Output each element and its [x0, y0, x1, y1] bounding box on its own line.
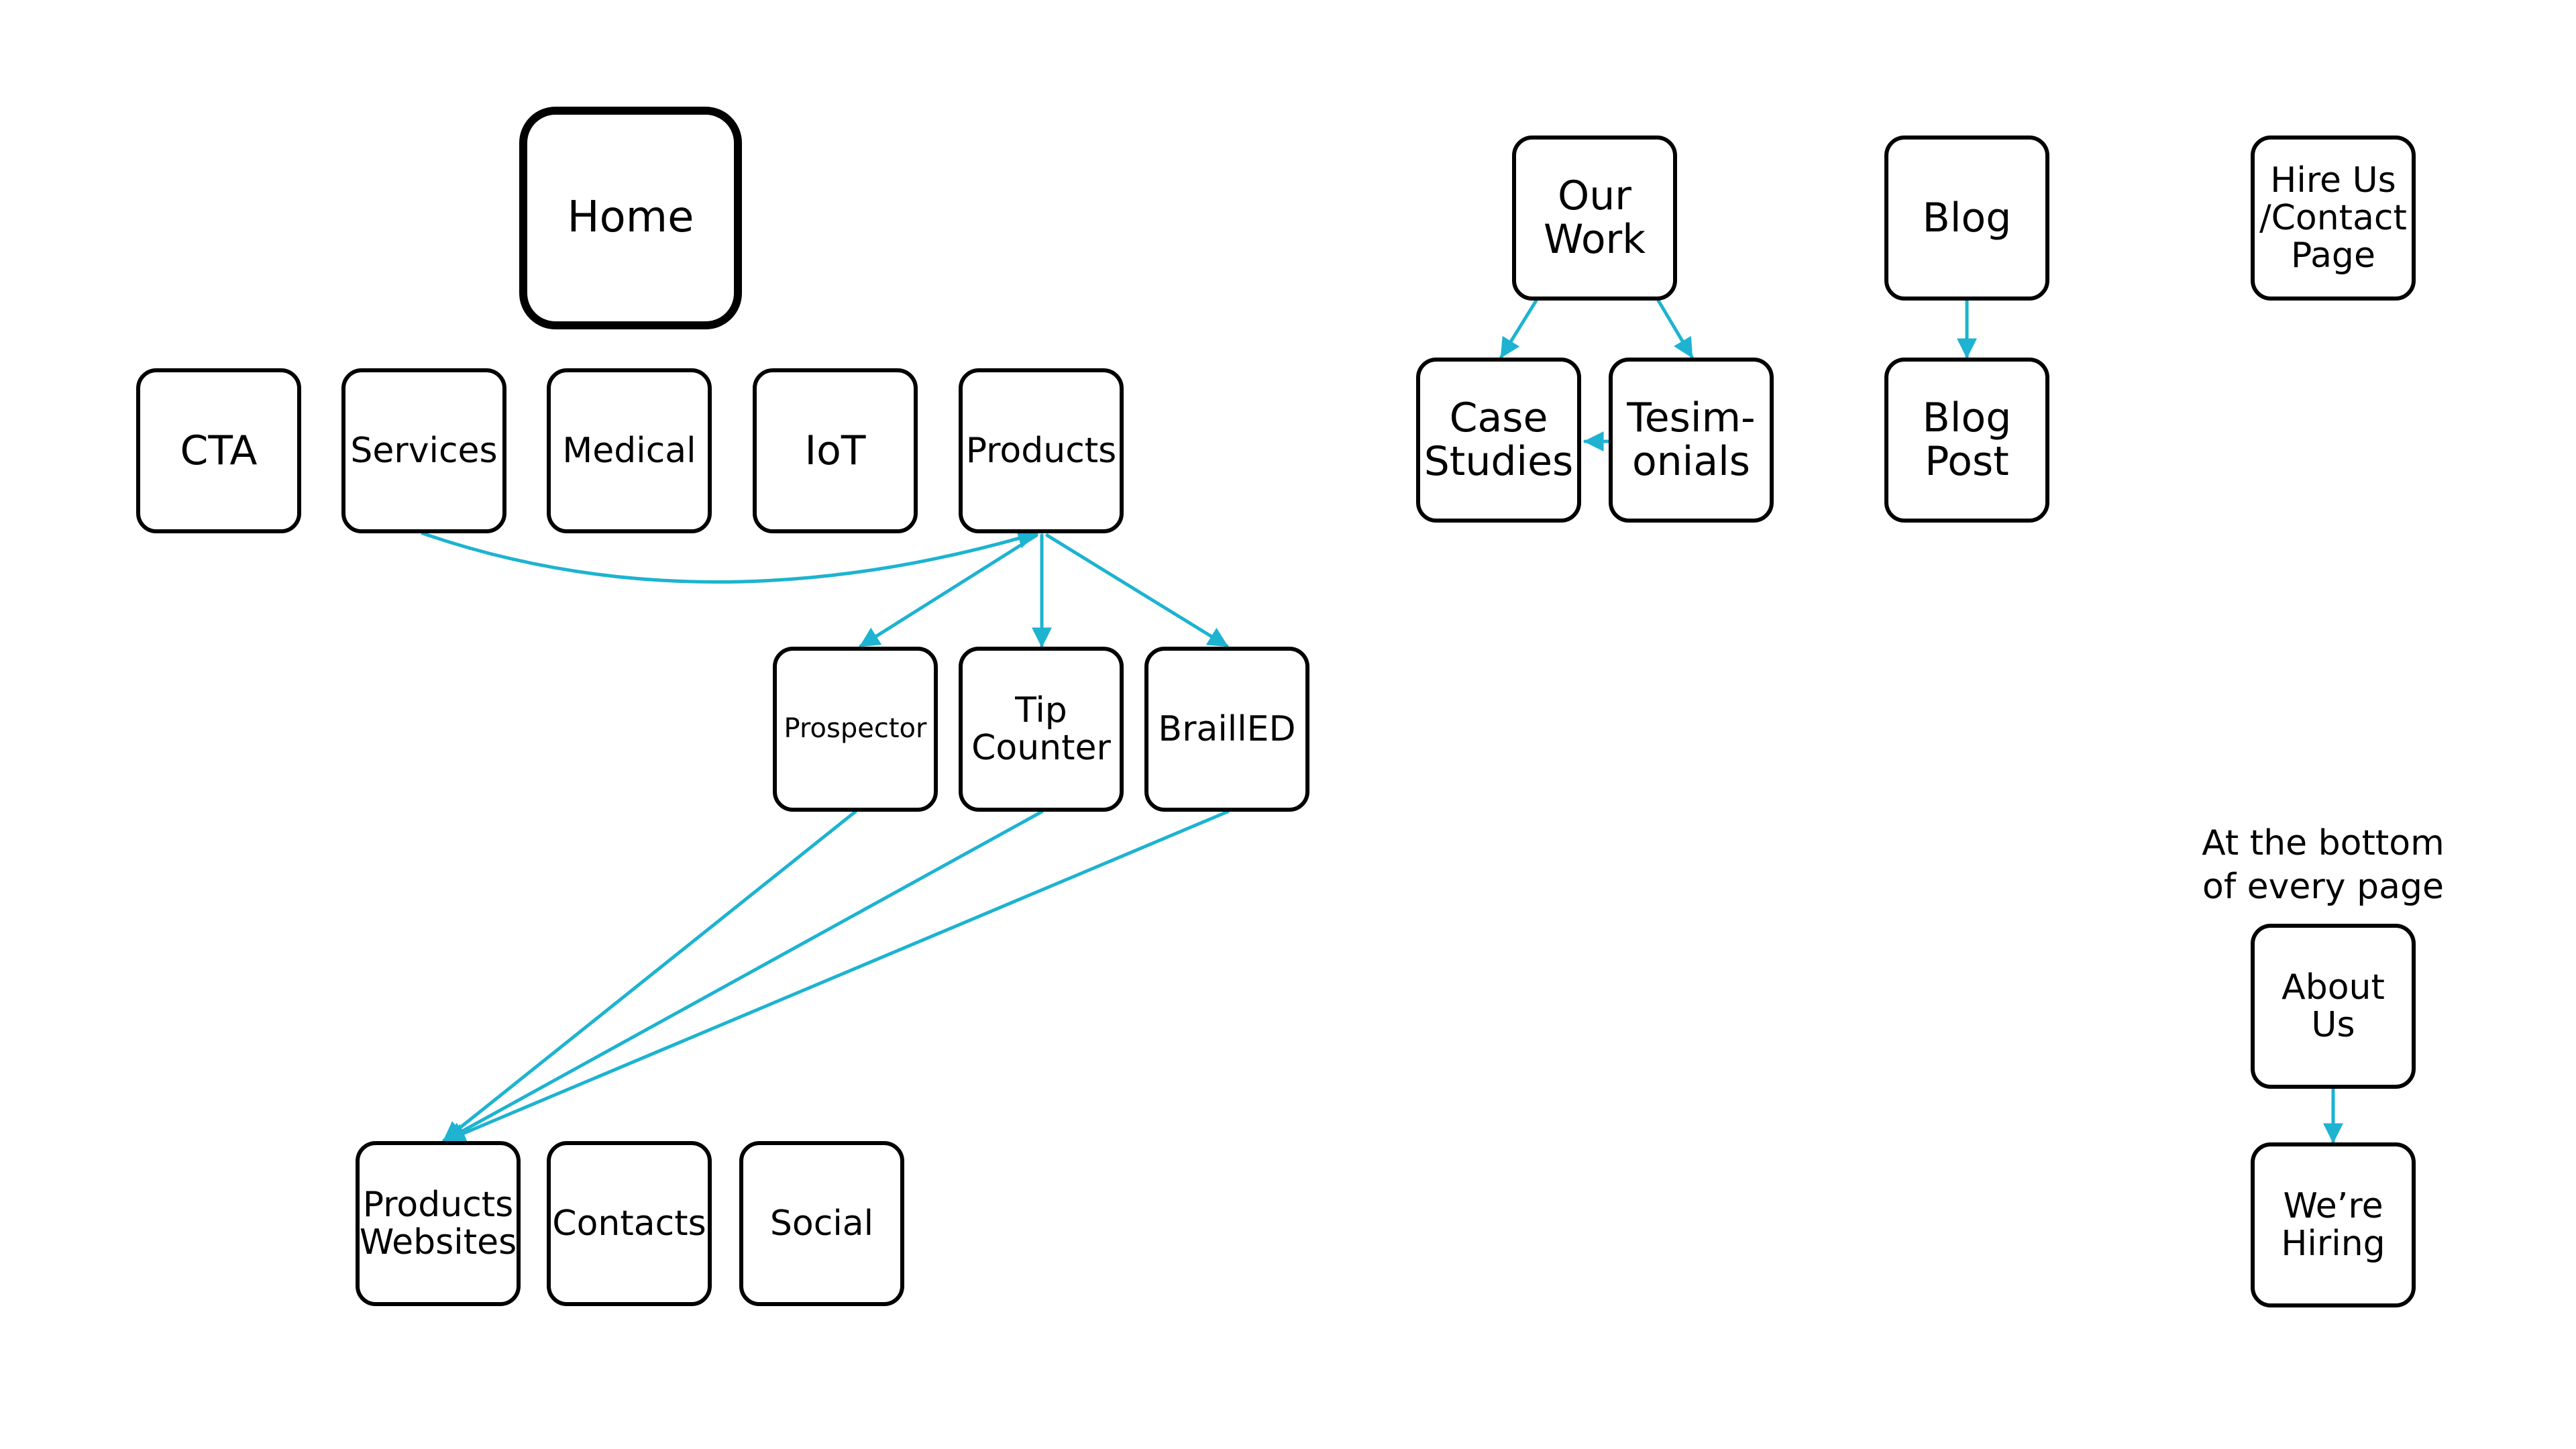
node-cta: CTA: [136, 368, 301, 533]
node-iot: IoT: [753, 368, 918, 533]
connector-tip-counter-to-products-websites: [443, 810, 1044, 1142]
node-about-us: About Us: [2251, 924, 2416, 1089]
node-home: Home: [519, 107, 742, 329]
node-services: Services: [341, 368, 506, 533]
connector-our-work-to-case-studies: [1499, 299, 1538, 359]
connector-prospector-to-products-websites: [442, 810, 857, 1142]
node-products-websites: Products Websites: [356, 1141, 521, 1306]
node-hire-us-contact-page: Hire Us /Contact Page: [2251, 136, 2416, 301]
footer-note: At the bottom of every page: [2202, 823, 2445, 907]
connector-products-to-prospector: [859, 533, 1038, 648]
node-brailled: BraillED: [1144, 647, 1309, 812]
node-tip-counter: Tip Counter: [959, 647, 1124, 812]
node-social: Social: [739, 1141, 904, 1306]
node-medical: Medical: [547, 368, 712, 533]
connectors: [421, 299, 2343, 1144]
connector-our-work-to-testimonials: [1656, 299, 1694, 359]
node-products: Products: [959, 368, 1124, 533]
node-were-hiring: We’re Hiring: [2251, 1142, 2416, 1307]
node-case-studies: Case Studies: [1416, 358, 1581, 523]
node-prospector: Prospector: [773, 647, 938, 812]
connector-products-to-brailled: [1045, 533, 1229, 648]
node-blog-post: Blog Post: [1884, 358, 2049, 523]
node-contacts: Contacts: [547, 1141, 712, 1306]
connector-brailled-to-products-websites: [445, 810, 1230, 1143]
node-testimonials: Tesim- onials: [1609, 358, 1774, 523]
node-blog: Blog: [1884, 136, 2049, 301]
node-our-work: Our Work: [1512, 136, 1677, 301]
connector-services-to-products: [421, 529, 1038, 584]
